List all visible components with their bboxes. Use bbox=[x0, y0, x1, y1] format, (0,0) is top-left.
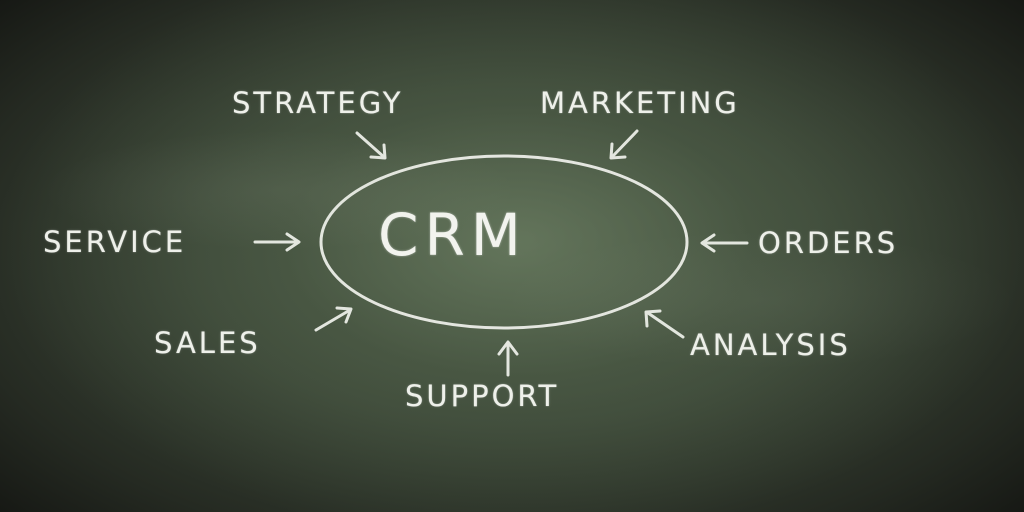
node-support: SUPPORT bbox=[405, 379, 560, 413]
node-marketing: MARKETING bbox=[540, 86, 740, 120]
node-service: SERVICE bbox=[43, 225, 187, 259]
service-arrow-icon bbox=[253, 232, 301, 252]
node-analysis: ANALYSIS bbox=[690, 328, 851, 362]
marketing-arrow-icon bbox=[609, 129, 639, 160]
crm-ellipse bbox=[319, 154, 689, 330]
node-strategy: STRATEGY bbox=[232, 86, 404, 120]
orders-arrow-icon bbox=[700, 233, 749, 253]
analysis-arrow-icon bbox=[644, 309, 685, 339]
crm-center-label: CRM bbox=[378, 201, 527, 269]
strategy-arrow-icon bbox=[355, 131, 387, 160]
node-orders: ORDERS bbox=[758, 226, 899, 260]
node-sales: SALES bbox=[154, 326, 261, 360]
sales-arrow-icon bbox=[314, 306, 353, 332]
support-arrow-icon bbox=[497, 340, 519, 377]
